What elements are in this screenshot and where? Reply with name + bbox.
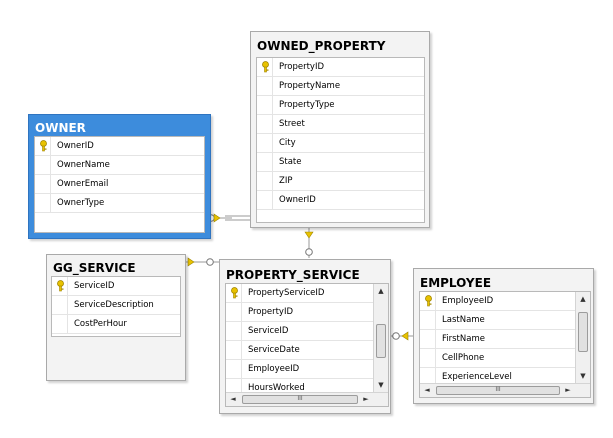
relationship-owned-property-property-service xyxy=(304,228,314,258)
table-title: PROPERTY_SERVICE xyxy=(226,268,360,282)
primary-key-icon xyxy=(425,295,432,307)
table-property-service[interactable]: PROPERTY_SERVICE PropertyServiceID Prope… xyxy=(219,259,391,414)
column-grid: EmployeeID LastName FirstName CellPhone … xyxy=(419,291,591,398)
column-name: PropertyName xyxy=(279,81,341,91)
primary-key-icon xyxy=(262,61,269,73)
column-name: ExperienceLevel xyxy=(442,372,512,382)
scroll-up-arrow-icon[interactable]: ▲ xyxy=(580,295,586,303)
column-row[interactable]: PropertyID xyxy=(226,303,388,322)
column-row[interactable]: PropertyType xyxy=(257,96,424,115)
scroll-down-arrow-icon[interactable]: ▼ xyxy=(580,372,586,380)
column-row[interactable]: EmployeeID xyxy=(420,292,590,311)
column-name: FirstName xyxy=(442,334,485,344)
column-row[interactable]: FirstName xyxy=(420,330,590,349)
column-row[interactable]: City xyxy=(257,134,424,153)
relationship-gg-service-property-service xyxy=(186,257,219,267)
table-owner[interactable]: OWNER OwnerID OwnerName OwnerEmail Owner… xyxy=(28,114,211,239)
vertical-scrollbar[interactable]: ▲ ▼ xyxy=(575,292,590,383)
scroll-left-arrow-icon[interactable]: ◄ xyxy=(230,395,236,403)
column-row[interactable]: ZIP xyxy=(257,172,424,191)
column-row[interactable]: OwnerEmail xyxy=(35,175,204,194)
column-name: OwnerID xyxy=(57,141,94,151)
scroll-right-arrow-icon[interactable]: ► xyxy=(565,386,571,394)
horizontal-scrollbar[interactable]: ◄ III ► xyxy=(420,383,590,397)
column-grid: PropertyID PropertyName PropertyType Str… xyxy=(256,57,425,223)
column-name: ServiceID xyxy=(248,326,289,336)
horizontal-scrollbar[interactable]: ◄ III ► xyxy=(226,392,388,406)
scroll-right-arrow-icon[interactable]: ► xyxy=(363,395,369,403)
column-name: PropertyType xyxy=(279,100,335,110)
column-name: OwnerName xyxy=(57,160,110,170)
column-row[interactable]: ServiceDescription xyxy=(52,296,180,315)
column-name: CostPerHour xyxy=(74,319,127,329)
horizontal-scroll-thumb[interactable]: III xyxy=(436,386,560,395)
primary-key-icon xyxy=(57,280,64,292)
vertical-scrollbar[interactable]: ▲ ▼ xyxy=(373,284,388,392)
table-title: OWNED_PROPERTY xyxy=(257,39,386,53)
horizontal-scroll-thumb[interactable]: III xyxy=(242,395,358,404)
scroll-up-arrow-icon[interactable]: ▲ xyxy=(378,287,384,295)
column-name: ServiceDescription xyxy=(74,300,154,310)
table-title: EMPLOYEE xyxy=(420,276,492,290)
column-name: PropertyID xyxy=(248,307,294,317)
column-row[interactable]: State xyxy=(257,153,424,172)
column-row[interactable]: OwnerID xyxy=(35,137,204,156)
vertical-scroll-thumb[interactable] xyxy=(376,324,386,358)
column-grid: OwnerID OwnerName OwnerEmail OwnerType xyxy=(34,136,205,233)
table-owned-property[interactable]: OWNED_PROPERTY PropertyID PropertyName P… xyxy=(250,31,430,228)
column-name: State xyxy=(279,157,302,167)
column-row[interactable]: PropertyServiceID xyxy=(226,284,388,303)
column-row[interactable]: OwnerName xyxy=(35,156,204,175)
column-row[interactable]: OwnerID xyxy=(257,191,424,210)
column-row[interactable]: CellPhone xyxy=(420,349,590,368)
primary-key-icon xyxy=(40,140,47,152)
column-name: PropertyID xyxy=(279,62,325,72)
primary-key-icon xyxy=(231,287,238,299)
column-name: City xyxy=(279,138,296,148)
column-name: Street xyxy=(279,119,305,129)
column-name: ZIP xyxy=(279,176,293,186)
column-name: ServiceDate xyxy=(248,345,300,355)
column-name: OwnerID xyxy=(279,195,316,205)
column-row[interactable]: OwnerType xyxy=(35,194,204,213)
column-row[interactable]: PropertyID xyxy=(257,58,424,77)
column-name: OwnerType xyxy=(57,198,105,208)
column-row[interactable]: LastName xyxy=(420,311,590,330)
column-name: PropertyServiceID xyxy=(248,288,325,298)
column-grid: ServiceID ServiceDescription CostPerHour xyxy=(51,276,181,337)
scroll-down-arrow-icon[interactable]: ▼ xyxy=(378,381,384,389)
column-name: ServiceID xyxy=(74,281,115,291)
column-name: CellPhone xyxy=(442,353,485,363)
column-row[interactable]: Street xyxy=(257,115,424,134)
column-row[interactable]: ServiceID xyxy=(52,277,180,296)
column-name: EmployeeID xyxy=(248,364,300,374)
column-grid: PropertyServiceID PropertyID ServiceID S… xyxy=(225,283,389,407)
column-row[interactable]: CostPerHour xyxy=(52,315,180,334)
column-row[interactable]: EmployeeID xyxy=(226,360,388,379)
column-name: HoursWorked xyxy=(248,383,305,393)
table-title: OWNER xyxy=(35,121,86,135)
relationship-employee-property-service xyxy=(390,331,413,341)
table-title: GG_SERVICE xyxy=(53,261,136,275)
column-name: EmployeeID xyxy=(442,296,494,306)
column-row[interactable]: PropertyName xyxy=(257,77,424,96)
vertical-scroll-thumb[interactable] xyxy=(578,312,588,352)
scroll-left-arrow-icon[interactable]: ◄ xyxy=(424,386,430,394)
relationship-owner-owned-property xyxy=(207,213,250,223)
column-row[interactable]: ServiceID xyxy=(226,322,388,341)
table-employee[interactable]: EMPLOYEE EmployeeID LastName FirstName C… xyxy=(413,268,594,404)
column-name: OwnerEmail xyxy=(57,179,109,189)
column-name: LastName xyxy=(442,315,485,325)
column-row[interactable]: ServiceDate xyxy=(226,341,388,360)
table-gg-service[interactable]: GG_SERVICE ServiceID ServiceDescription … xyxy=(46,254,186,381)
